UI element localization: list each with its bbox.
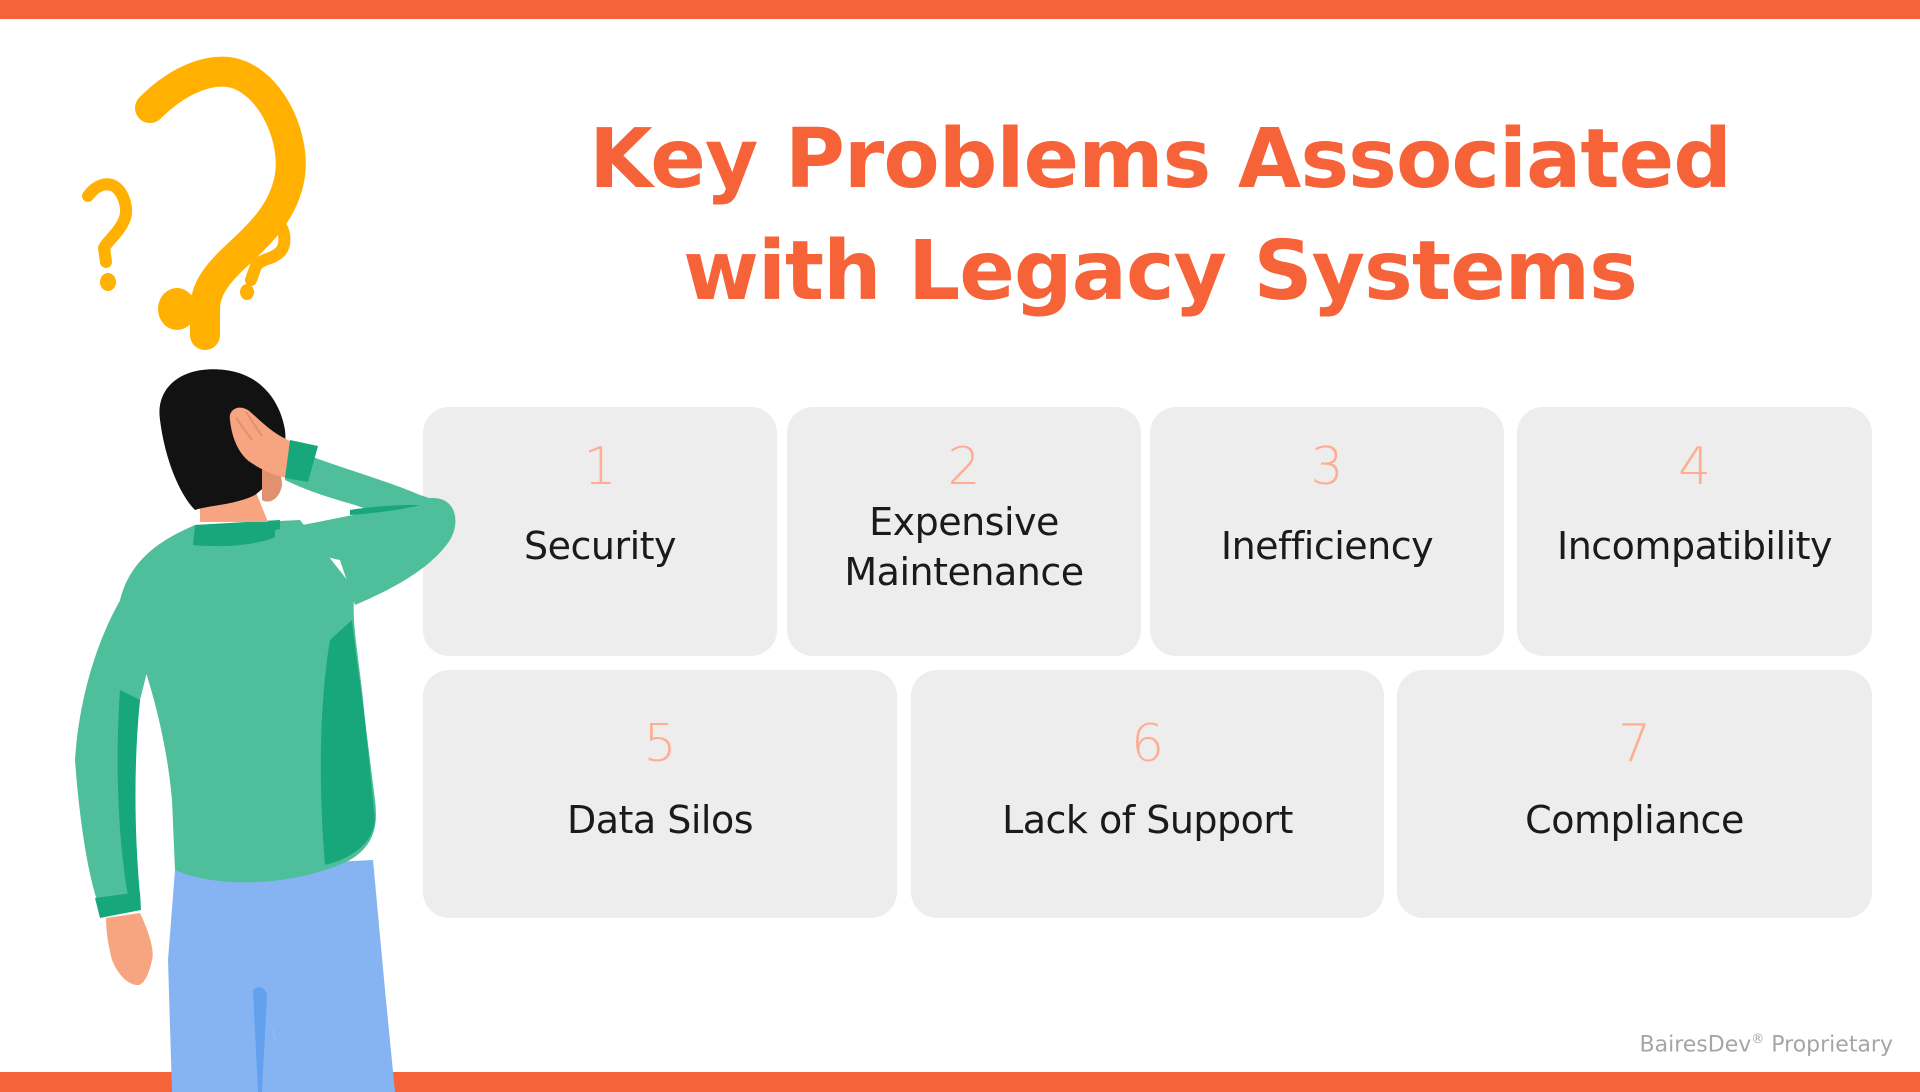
problem-label: Security: [523, 524, 677, 568]
title-line-2: with Legacy Systems: [683, 224, 1638, 319]
question-mark-small-left-icon: [82, 178, 132, 291]
problem-card-incompatibility: 4 Incompatibility: [1517, 407, 1872, 656]
problem-label: Expensive Maintenance: [787, 497, 1141, 597]
question-mark-large-icon: [135, 56, 306, 350]
footer-proprietary-notice: BairesDev® Proprietary: [1640, 1032, 1893, 1057]
footer-brand: BairesDev: [1639, 1032, 1752, 1058]
bottom-accent-bar: [0, 1072, 1920, 1092]
problem-label-line-1: Expensive: [869, 500, 1059, 544]
problem-number: 2: [947, 437, 981, 497]
problem-card-data-silos: 5 Data Silos: [423, 670, 897, 918]
problem-card-lack-of-support: 6 Lack of Support: [911, 670, 1384, 918]
person-figure: [75, 369, 456, 1092]
problem-number: 4: [1677, 437, 1712, 497]
problem-label: Lack of Support: [1002, 798, 1293, 842]
problem-label: Compliance: [1525, 798, 1744, 842]
problem-card-expensive-maintenance: 2 Expensive Maintenance: [787, 407, 1141, 656]
problem-card-security: 1 Security: [423, 407, 777, 656]
problem-label: Incompatibility: [1557, 524, 1833, 568]
problem-number: 6: [1130, 714, 1165, 774]
problem-number: 7: [1617, 714, 1652, 774]
problem-card-inefficiency: 3 Inefficiency: [1150, 407, 1504, 656]
problem-number: 5: [643, 714, 677, 774]
problem-label-line-2: Maintenance: [844, 550, 1084, 594]
question-mark-small-right-icon: [240, 213, 291, 300]
title-line-1: Key Problems Associated: [589, 112, 1732, 207]
confused-person-illustration: [75, 56, 456, 1092]
problem-label: Data Silos: [566, 798, 754, 842]
problem-label: Inefficiency: [1220, 524, 1434, 568]
registered-mark: ®: [1751, 1032, 1765, 1047]
top-accent-bar: [0, 0, 1920, 19]
problem-card-compliance: 7 Compliance: [1397, 670, 1872, 918]
problem-number: 3: [1310, 437, 1344, 497]
page-title: Key Problems Associated with Legacy Syst…: [560, 104, 1760, 328]
problem-number: 1: [583, 437, 617, 497]
footer-suffix: Proprietary: [1764, 1032, 1893, 1058]
